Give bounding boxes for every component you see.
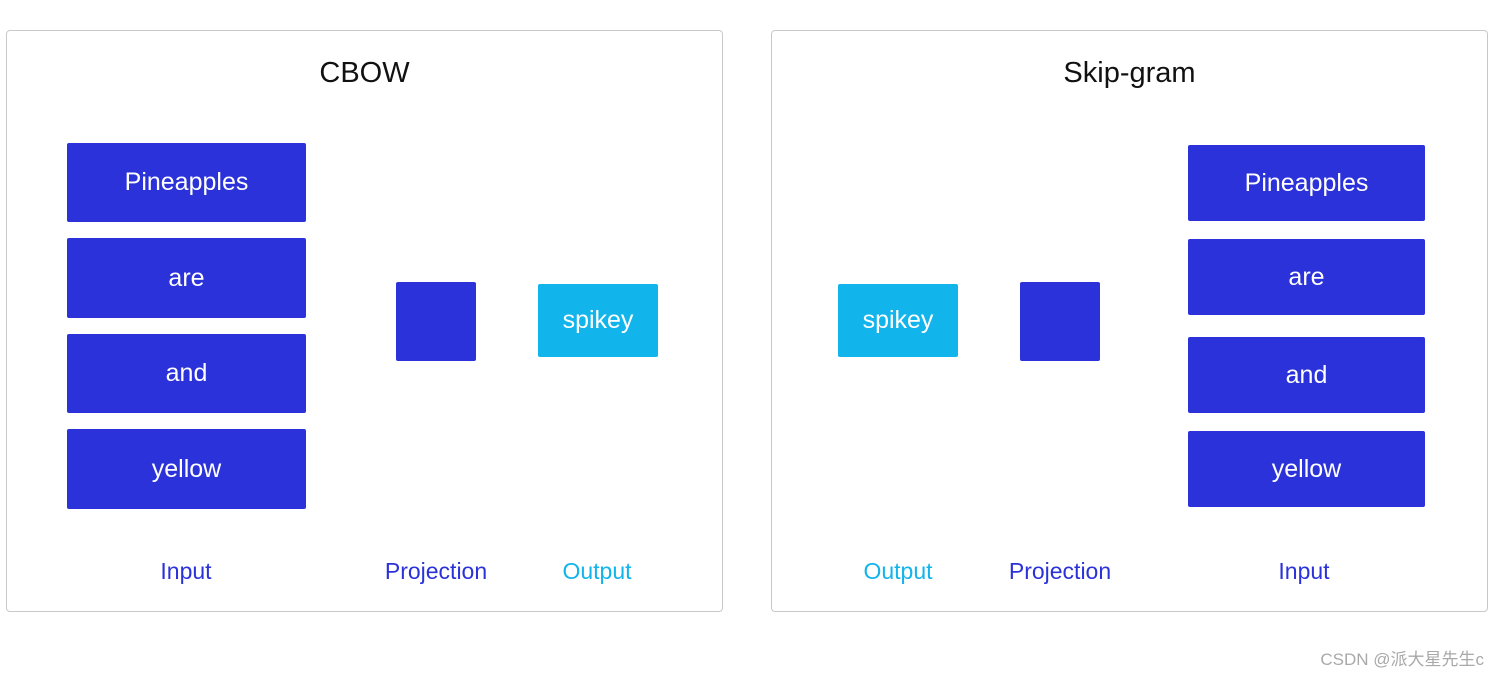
skipgram-projection-box xyxy=(1020,282,1100,361)
skipgram-output-word-1: Pineapples xyxy=(1188,145,1425,221)
cbow-title: CBOW xyxy=(319,57,410,89)
cbow-projection-box xyxy=(396,282,476,361)
skipgram-output-word-2: are xyxy=(1188,239,1425,315)
cbow-input-label: Input xyxy=(160,558,212,584)
cbow-input-word-4: yellow xyxy=(67,429,306,509)
cbow-output-label: Output xyxy=(562,558,632,584)
cbow-input-word-3: and xyxy=(67,334,306,413)
cbow-input-word-1: Pineapples xyxy=(67,143,306,222)
skipgram-title: Skip-gram xyxy=(1063,57,1196,89)
cbow-output-word: spikey xyxy=(538,284,658,357)
skipgram-output-word-4: yellow xyxy=(1188,431,1425,507)
skipgram-output-label: Output xyxy=(863,558,933,584)
cbow-input-word-2: are xyxy=(67,238,306,318)
skipgram-projection-label: Projection xyxy=(1008,558,1112,584)
cbow-projection-label: Projection xyxy=(384,558,488,584)
skipgram-input-label: Input xyxy=(1278,558,1330,584)
skipgram-output-word-3: and xyxy=(1188,337,1425,413)
skipgram-input-word: spikey xyxy=(838,284,958,357)
watermark: CSDN @派大星先生c xyxy=(1320,650,1484,669)
